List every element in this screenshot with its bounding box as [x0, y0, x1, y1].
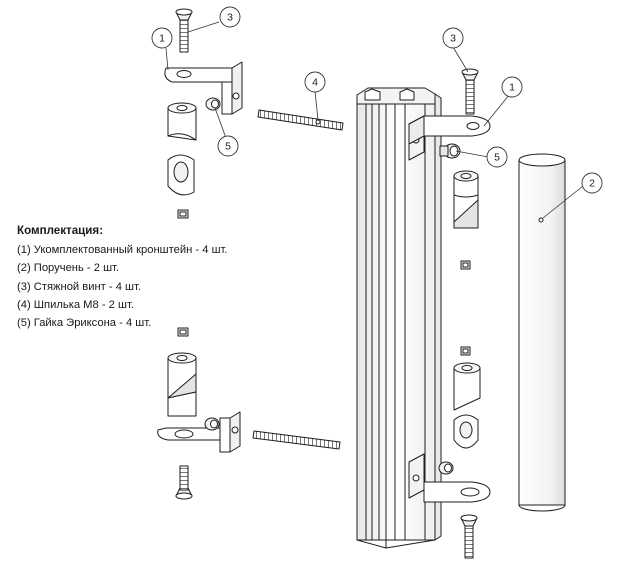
- callout-5-left: [217, 135, 239, 157]
- handrail-tube: [518, 153, 566, 512]
- bracket-right-upper: [408, 68, 491, 161]
- kit-item-bracket: (1) Укомплектованный кронштейн - 4 шт.: [17, 244, 228, 257]
- post-profile: [356, 87, 442, 549]
- bracket-left-upper: [164, 8, 243, 115]
- callout-label: 1: [509, 82, 515, 94]
- callout-2: [581, 172, 603, 194]
- callout-5-right: [486, 146, 508, 168]
- threaded-rod-upper: [257, 109, 344, 131]
- support-block-left-lower: [167, 352, 197, 417]
- callout-label: 1: [159, 33, 165, 45]
- callout-label: 2: [589, 178, 595, 190]
- callout-label: 3: [227, 12, 233, 24]
- threaded-rod-lower: [252, 430, 341, 450]
- wedge-right-lower: [453, 414, 479, 449]
- callout-label: 4: [312, 77, 318, 89]
- callout-3-left: [219, 6, 241, 28]
- callout-1-left: [151, 27, 173, 49]
- kit-item-stud: (4) Шпилька М8 - 2 шт.: [17, 298, 134, 311]
- callout-label: 3: [450, 33, 456, 45]
- wedge-left-upper: [167, 154, 195, 196]
- kit-item-handrail: (2) Поручень - 2 шт.: [17, 262, 120, 275]
- bracket-right-lower: [408, 453, 491, 559]
- bracket-left-lower: [157, 411, 241, 500]
- callout-4: [304, 71, 326, 93]
- callout-1-right: [501, 76, 523, 98]
- support-block-left-upper: [167, 102, 197, 141]
- kit-item-screw: (3) Стяжной винт - 4 шт.: [17, 280, 142, 293]
- kit-contents-title: Комплектация:: [17, 224, 104, 237]
- kit-item-nut: (5) Гайка Эриксона - 4 шт.: [17, 317, 152, 330]
- support-block-right-lower: [453, 362, 481, 411]
- kit-contents-list: Комплектация: (1) Укомплектованный кронш…: [17, 222, 228, 332]
- callout-label: 5: [225, 141, 231, 153]
- callout-3-right: [442, 27, 464, 49]
- callout-label: 5: [494, 152, 500, 164]
- support-block-right-upper: [453, 170, 479, 229]
